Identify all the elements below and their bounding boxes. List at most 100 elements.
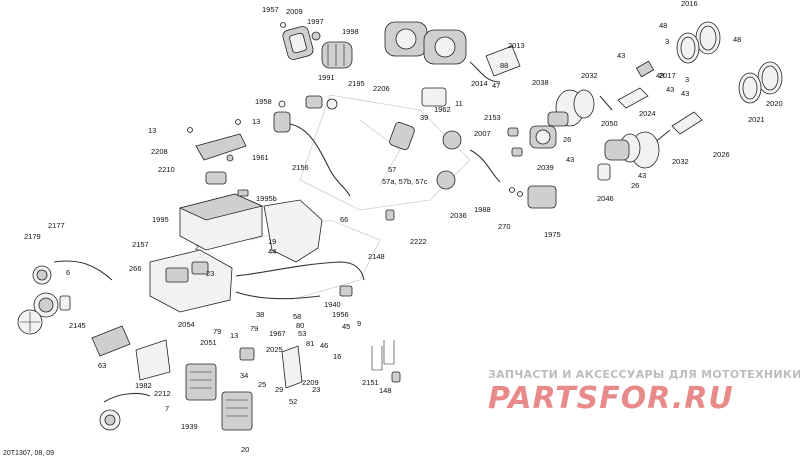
- callout-label: 81: [306, 339, 314, 348]
- callout-label: 1967: [269, 329, 286, 338]
- callout-label: 48: [733, 35, 741, 44]
- callout-label: 1975: [544, 230, 561, 239]
- clip-2222-shape: [385, 209, 395, 221]
- bezel-set-2016-2017-shape: [635, 21, 721, 78]
- projector-2050-shape: [597, 131, 660, 181]
- callout-label: 43: [566, 155, 574, 164]
- callout-label: 2210: [158, 165, 175, 174]
- lamp-7-shape: [99, 392, 151, 431]
- callout-label: 1957: [262, 5, 279, 14]
- callout-label: 13: [148, 126, 156, 135]
- callout-label: 19: [268, 237, 276, 246]
- callout-label: 9: [357, 319, 361, 328]
- callout-label: 1956: [332, 310, 349, 319]
- callout-label: 58: [293, 312, 301, 321]
- callout-label: 2157: [132, 240, 149, 249]
- callout-label: 38: [256, 310, 264, 319]
- fuse-box-2157-shape: [149, 249, 233, 313]
- connector-2206-shape: [389, 122, 415, 150]
- callout-label: 79: [250, 324, 258, 333]
- callout-label: 3: [685, 75, 689, 84]
- callout-label: 266: [129, 264, 142, 273]
- lamp-unit-2039-shape: [529, 125, 557, 149]
- callout-label: 148: [379, 386, 392, 395]
- callout-label: 39: [420, 113, 428, 122]
- callout-label: 2209: [302, 378, 319, 387]
- clip-63-shape: [391, 371, 401, 383]
- rod-2032-top-shape: [599, 95, 613, 111]
- callout-label: 53: [298, 329, 306, 338]
- clip-2210-shape: [205, 171, 227, 185]
- clamps-148-shape: [371, 340, 395, 371]
- harness-1988-shape: [469, 149, 501, 183]
- battery-1995-shape: [178, 189, 264, 251]
- callout-label: 2206: [373, 84, 390, 93]
- bracket-2212-shape: [135, 339, 171, 381]
- callout-label: 2179: [24, 232, 41, 241]
- callout-label: 2016: [681, 0, 698, 8]
- callout-label: 2017: [659, 71, 676, 80]
- harness-2014-shape: [469, 61, 501, 83]
- adjuster-2026-shape: [671, 111, 703, 135]
- knob-1997-shape: [311, 31, 321, 41]
- harness-2156-shape: [289, 123, 351, 197]
- callout-label: 2151: [362, 378, 379, 387]
- watermark-tagline: ЗАПЧАСТИ И АКСЕССУАРЫ ДЛЯ МОТОТЕХНИКИ: [488, 368, 800, 381]
- callout-label: 2009: [286, 7, 303, 16]
- callout-label: 57a, 57b, 57c: [382, 177, 428, 186]
- callout-label: 2021: [748, 115, 765, 124]
- callout-label: 26: [631, 181, 639, 190]
- callout-label: 48: [656, 71, 664, 80]
- callout-label: 2036: [450, 211, 467, 220]
- callout-label: 25: [258, 380, 266, 389]
- callout-label: 1940: [324, 300, 341, 309]
- callout-label: 2038: [532, 78, 549, 87]
- callout-label: 23: [206, 269, 214, 278]
- callout-label: 2148: [368, 252, 385, 261]
- callout-label: 1988: [474, 205, 491, 214]
- callout-label: 43: [617, 51, 625, 60]
- watermark: ЗАПЧАСТИ И АКСЕССУАРЫ ДЛЯ МОТОТЕХНИКИ PA…: [488, 368, 800, 416]
- callout-label: 2051: [200, 338, 217, 347]
- bracket-2208-shape: [187, 119, 247, 161]
- callout-label: 48: [659, 21, 667, 30]
- callout-label: 1995b: [256, 194, 277, 203]
- callout-label: 80: [296, 321, 304, 330]
- callout-label: 2156: [292, 163, 309, 172]
- switch-1991-2195-shape: [305, 95, 338, 110]
- switch-2051-shape: [239, 347, 255, 361]
- bracket-2013-shape: [485, 45, 521, 77]
- callout-label: 13: [230, 331, 238, 340]
- callout-label: 43: [666, 85, 674, 94]
- callout-label: 6: [66, 268, 70, 277]
- callout-label: 2032: [581, 71, 598, 80]
- gauge-frame-2009-shape: [282, 26, 314, 60]
- connector-2153-shape: [507, 127, 523, 157]
- nut-1961-shape: [226, 154, 234, 162]
- battery-strap-shape: [263, 199, 323, 263]
- callout-label: 45: [342, 322, 350, 331]
- callout-label: 2208: [151, 147, 168, 156]
- callout-label: 2054: [178, 320, 195, 329]
- callout-label: 1962: [434, 105, 451, 114]
- parts-artwork: [17, 21, 783, 431]
- callout-label: 88: [500, 61, 508, 70]
- callout-label: 79: [213, 327, 221, 336]
- callout-label: 2145: [69, 321, 86, 330]
- screw-1957-shape: [280, 22, 286, 28]
- socket-1958-shape: [273, 100, 291, 133]
- callout-label: 2007: [474, 129, 491, 138]
- callout-label: 20: [241, 445, 249, 454]
- callout-label: 1995: [152, 215, 169, 224]
- plate-2209-shape: [281, 345, 303, 389]
- callout-label: 66: [340, 215, 348, 224]
- adjuster-2024-shape: [617, 87, 649, 109]
- callout-label: 43: [638, 171, 646, 180]
- callout-label: 26: [563, 135, 571, 144]
- callout-label: 2: [195, 243, 199, 252]
- bezel-set-2020-2021-shape: [738, 61, 783, 104]
- gauge-cylinder-1998-shape: [321, 41, 353, 69]
- callout-label: 11: [455, 99, 463, 108]
- regulator-2025-shape: [185, 363, 217, 401]
